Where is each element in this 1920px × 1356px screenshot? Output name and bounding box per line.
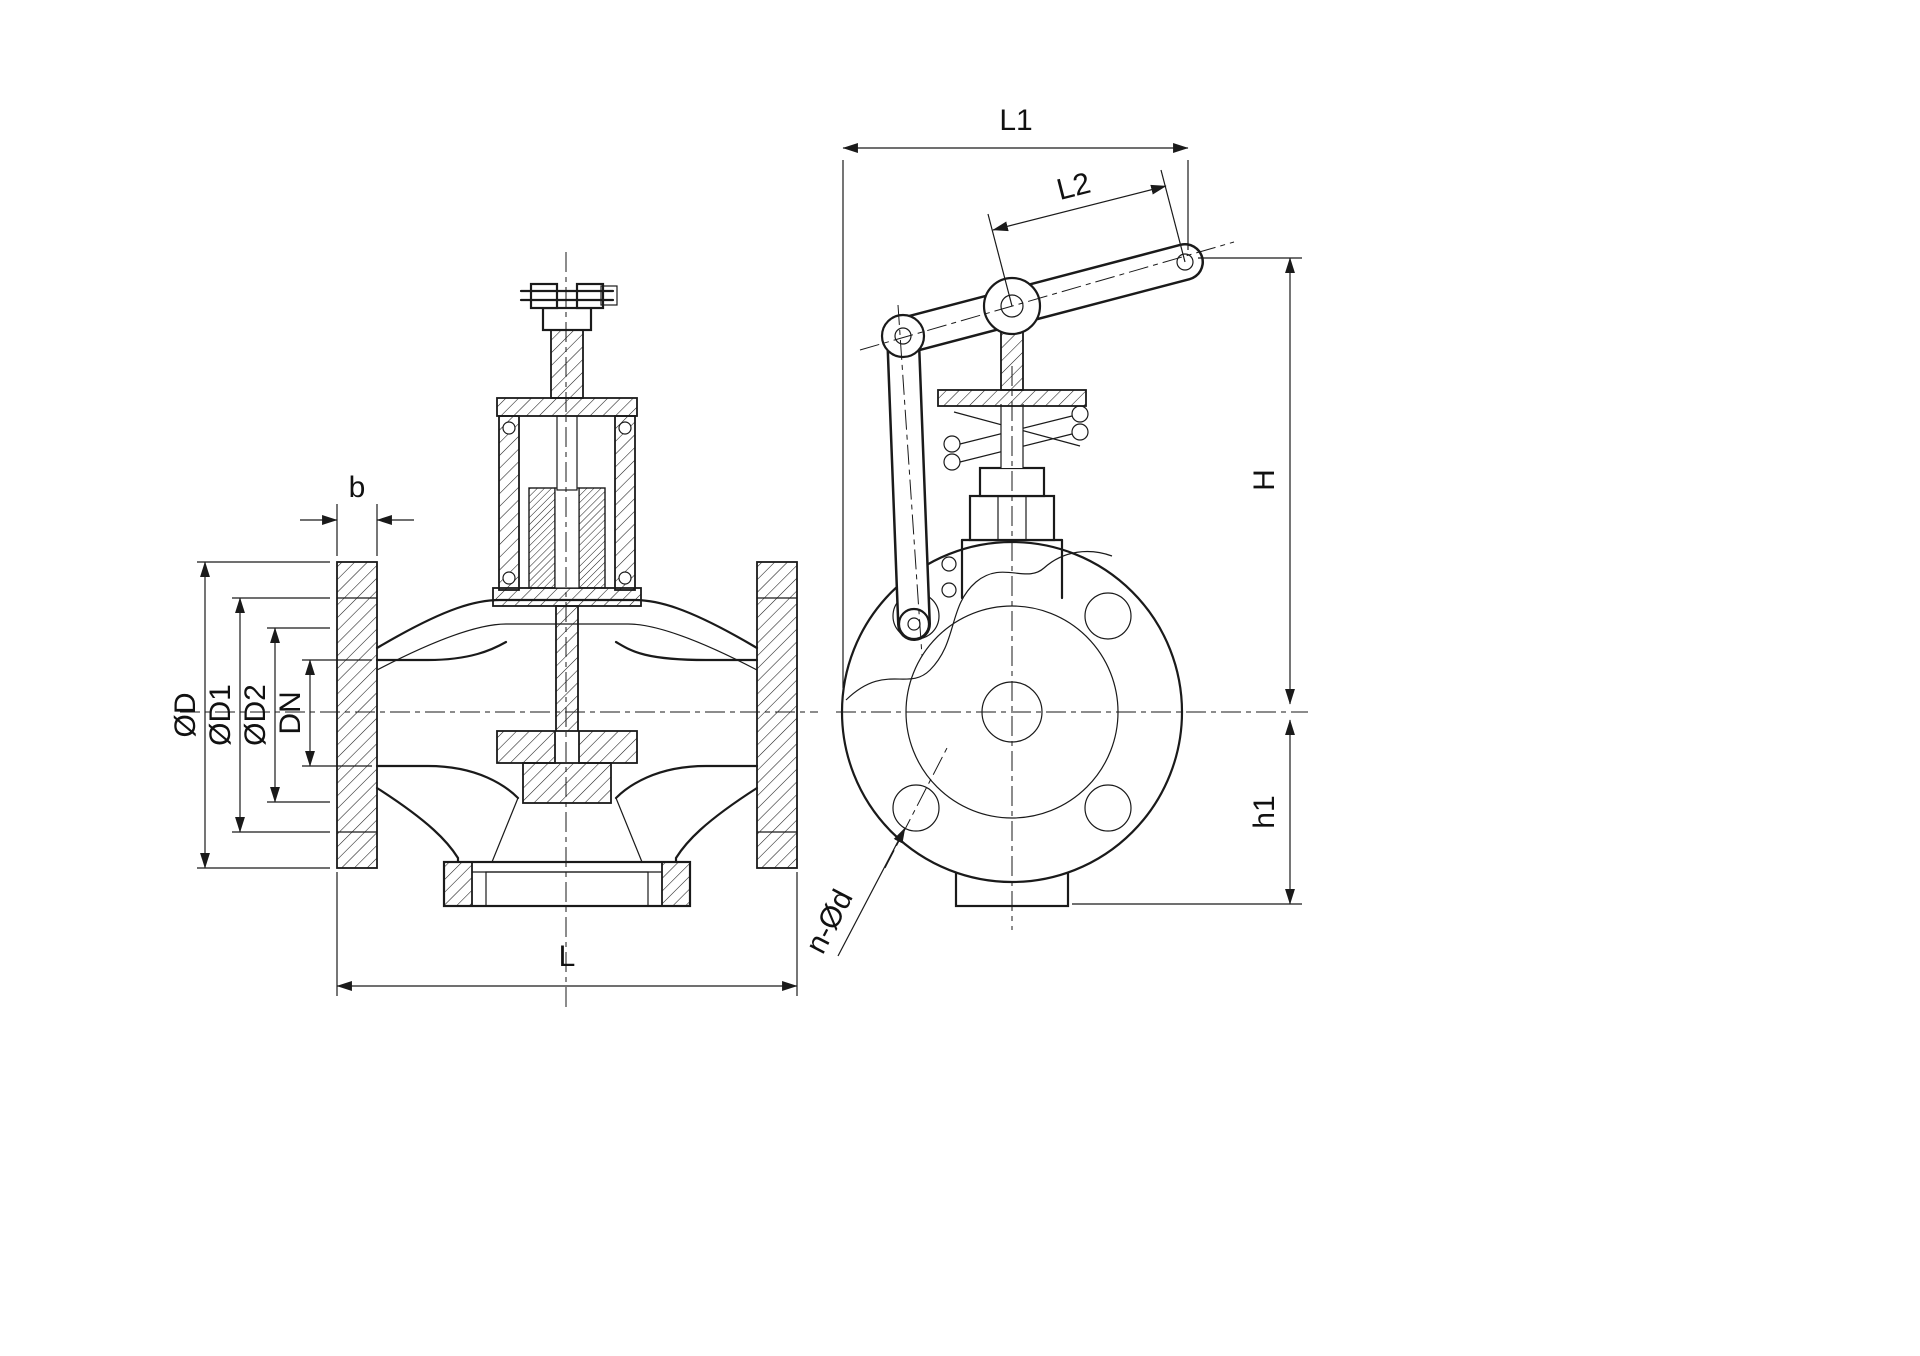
dim-label-L1: L1 bbox=[999, 104, 1032, 137]
dim-label-DN: DN bbox=[274, 691, 307, 734]
dimension-L1: L1 bbox=[842, 104, 1189, 688]
dimension-h1: h1 bbox=[1072, 719, 1302, 905]
pipe-flange-left bbox=[336, 561, 378, 869]
dimension-L: L bbox=[336, 872, 798, 996]
dim-label-n-d: n-Ød bbox=[800, 884, 860, 958]
side-view: L1 L2 H h1 n-Ød bbox=[800, 104, 1308, 959]
dimension-D2: ØD2 bbox=[239, 627, 330, 803]
dimension-L2: L2 bbox=[987, 167, 1186, 307]
lever-axis-centerline bbox=[859, 241, 1235, 351]
dim-label-D2: ØD2 bbox=[239, 684, 272, 746]
dimension-D1: ØD1 bbox=[204, 597, 330, 833]
bottom-cover bbox=[442, 860, 692, 908]
bolt-hole bbox=[1084, 592, 1132, 640]
bolt-hole bbox=[1084, 784, 1132, 832]
spring-coil bbox=[943, 405, 1089, 471]
stem-clevis bbox=[519, 282, 618, 399]
dimension-n-d: n-Ød bbox=[800, 827, 906, 959]
section-break-line bbox=[845, 550, 1113, 701]
dim-label-D: ØD bbox=[169, 693, 202, 738]
bolt-hole bbox=[892, 784, 940, 832]
dimension-DN: DN bbox=[274, 659, 372, 767]
front-section-view: b ØD ØD1 ØD2 DN bbox=[169, 252, 818, 1012]
dim-label-D1: ØD1 bbox=[204, 684, 237, 746]
dimension-D: ØD bbox=[169, 561, 330, 869]
dim-label-L: L bbox=[559, 940, 576, 973]
dimension-b: b bbox=[300, 471, 414, 556]
pipe-flange-right bbox=[756, 561, 798, 869]
dim-label-b: b bbox=[349, 471, 366, 504]
dim-label-h1: h1 bbox=[1248, 795, 1281, 828]
lever-assembly bbox=[880, 243, 1204, 641]
bonnet-assembly bbox=[492, 397, 642, 607]
seat-and-plug bbox=[496, 605, 638, 804]
dim-label-L2: L2 bbox=[1053, 167, 1093, 207]
dimension-H: H bbox=[1198, 257, 1302, 705]
link-axis-centerline bbox=[897, 304, 923, 657]
dim-label-H: H bbox=[1248, 469, 1281, 491]
bolt-hole-axis-centerline bbox=[884, 747, 948, 869]
